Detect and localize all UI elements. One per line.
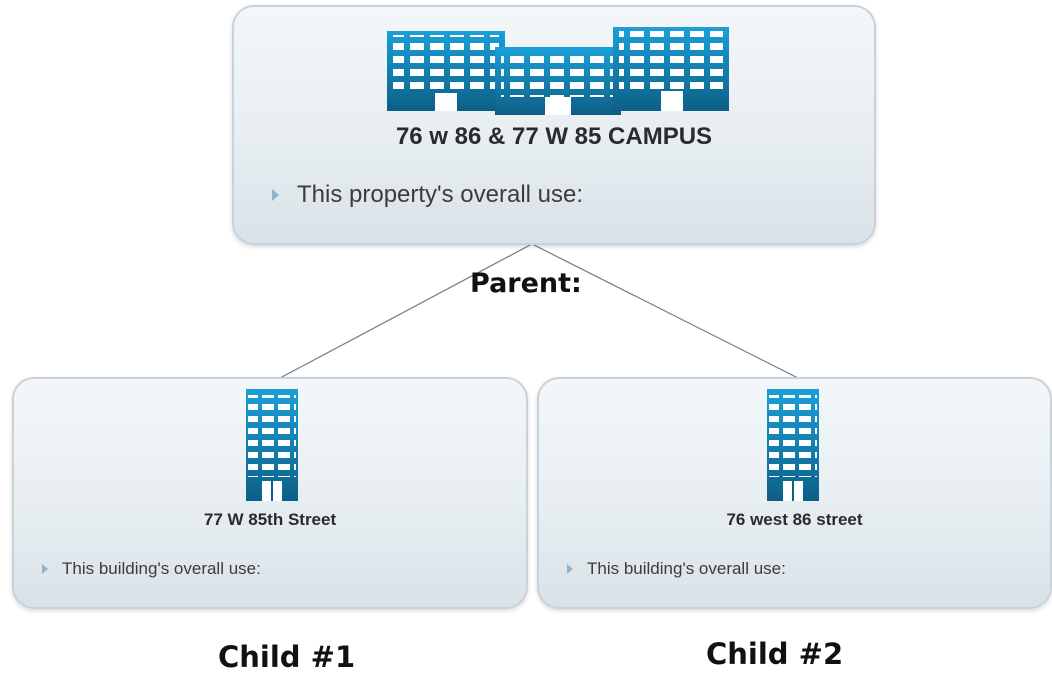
child1-overall-use-expander[interactable]: This building's overall use: [42, 559, 261, 579]
parent-overall-use-expander[interactable]: This property's overall use: [272, 181, 583, 209]
expand-arrow-icon [272, 189, 279, 201]
office-campus-icon [387, 27, 729, 115]
expand-arrow-icon [567, 564, 573, 574]
child2-overall-use-expander[interactable]: This building's overall use: [567, 559, 786, 579]
parent-caption: Parent: [470, 268, 582, 299]
office-building-icon [765, 389, 821, 503]
connector-parent-child1 [279, 243, 533, 379]
parent-property-node[interactable]: 76 w 86 & 77 W 85 CAMPUS This property's… [232, 5, 876, 245]
child1-title: 77 W 85th Street [203, 510, 337, 529]
child-building-node-2[interactable]: 76 west 86 street This building's overal… [537, 377, 1052, 609]
parent-overall-use-label: This property's overall use: [297, 181, 584, 208]
child2-title: 76 west 86 street [726, 510, 863, 529]
parent-title: 76 w 86 & 77 W 85 CAMPUS [395, 123, 713, 150]
child-building-node-1[interactable]: 77 W 85th Street This building's overall… [12, 377, 528, 609]
connector-parent-child2 [531, 243, 799, 379]
expand-arrow-icon [42, 564, 48, 574]
child1-caption: Child #1 [218, 640, 356, 674]
child1-overall-use-label: This building's overall use: [62, 559, 261, 578]
office-building-icon [244, 389, 300, 503]
child2-caption: Child #2 [706, 637, 844, 671]
child2-overall-use-label: This building's overall use: [587, 559, 786, 578]
